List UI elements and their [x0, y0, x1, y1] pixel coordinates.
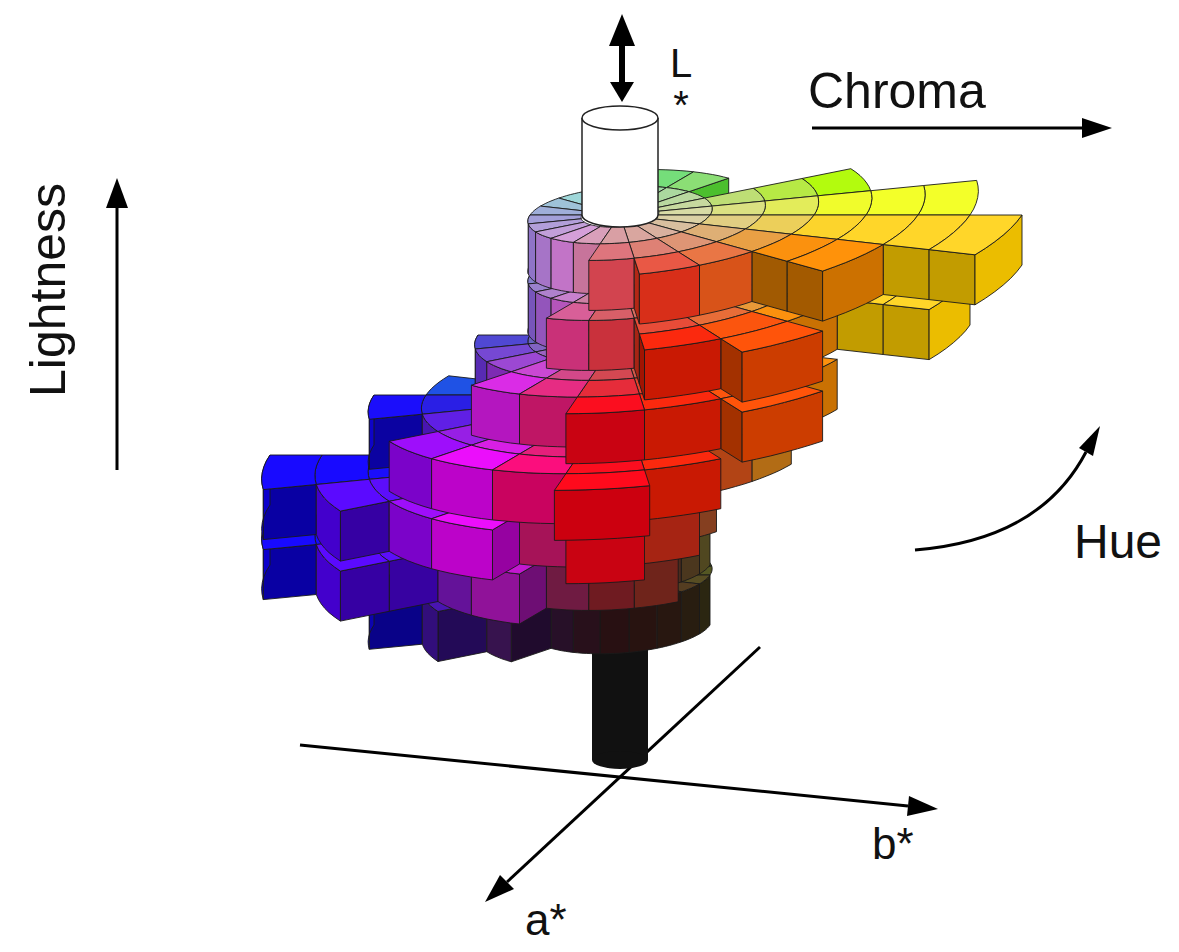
block-top — [634, 252, 699, 274]
block-side — [471, 385, 519, 444]
block-top — [929, 215, 1022, 255]
l-axis-shaft — [619, 40, 625, 86]
block-wall — [340, 561, 389, 621]
block-side — [589, 318, 634, 370]
block-top — [493, 454, 578, 474]
block-side — [554, 486, 649, 541]
block-top — [866, 186, 925, 216]
lightness-arrow-shaft — [116, 205, 119, 470]
dark-cylinder-end — [592, 751, 648, 769]
block-top — [316, 479, 389, 511]
block-side — [589, 258, 634, 310]
block-wall — [787, 261, 822, 321]
block-top — [368, 395, 426, 419]
block-top — [918, 180, 978, 215]
b-axis-head — [907, 796, 938, 816]
block-side — [546, 318, 588, 370]
block-wall — [929, 250, 975, 305]
color-blocks — [262, 169, 1022, 662]
block-top — [554, 470, 649, 491]
block-side — [551, 238, 573, 292]
chroma-arrow-shaft — [812, 127, 1085, 130]
block-side — [536, 232, 552, 288]
block-top — [520, 378, 589, 397]
block-wall — [340, 501, 389, 561]
block-top — [600, 227, 629, 244]
block-top — [762, 196, 819, 215]
a-axis-label: a* — [525, 898, 567, 942]
block-top — [566, 394, 645, 414]
lightness-label: Lightness — [23, 183, 73, 397]
block-top — [639, 325, 720, 350]
block-side — [528, 284, 535, 342]
block-wall — [263, 485, 316, 540]
block-wall — [883, 305, 929, 360]
b-axis-label: b* — [872, 822, 914, 866]
block-top — [589, 242, 634, 260]
white-cylinder-body — [582, 118, 658, 215]
block-top — [530, 206, 586, 215]
block-side — [681, 584, 699, 642]
white-cylinder-edge — [657, 118, 659, 215]
block-wall — [752, 252, 787, 312]
white-cylinder — [582, 106, 658, 227]
white-cylinder-edge — [581, 118, 583, 215]
block-side — [700, 575, 711, 634]
a-axis-head — [485, 875, 514, 902]
block-wall — [263, 545, 316, 600]
hue-label: Hue — [1074, 518, 1162, 566]
l-axis-label: L * — [664, 42, 698, 126]
white-cylinder-top — [582, 106, 658, 130]
b-axis-line — [300, 745, 908, 806]
block-side — [566, 410, 645, 464]
hue-arrow-shaft — [915, 452, 1086, 550]
lightness-arrow-head — [106, 178, 128, 208]
l-axis-arrow — [609, 14, 635, 102]
block-top — [710, 201, 765, 215]
block-top — [721, 321, 823, 352]
block-top — [262, 455, 322, 490]
block-top — [787, 239, 883, 271]
block-wall — [883, 245, 929, 300]
block-side — [528, 224, 535, 282]
block-top — [814, 191, 872, 215]
hue-arrow-head — [1079, 426, 1100, 456]
chroma-arrow-head — [1082, 118, 1112, 138]
l-axis-head — [610, 82, 634, 102]
white-cylinder-base — [582, 215, 658, 227]
hue-arrow — [915, 426, 1100, 550]
l-axis-head — [609, 14, 635, 46]
block-top — [658, 206, 712, 215]
chroma-arrow — [812, 118, 1112, 138]
chroma-label: Chroma — [808, 66, 986, 116]
lightness-arrow — [106, 178, 128, 470]
block-side — [639, 265, 699, 324]
